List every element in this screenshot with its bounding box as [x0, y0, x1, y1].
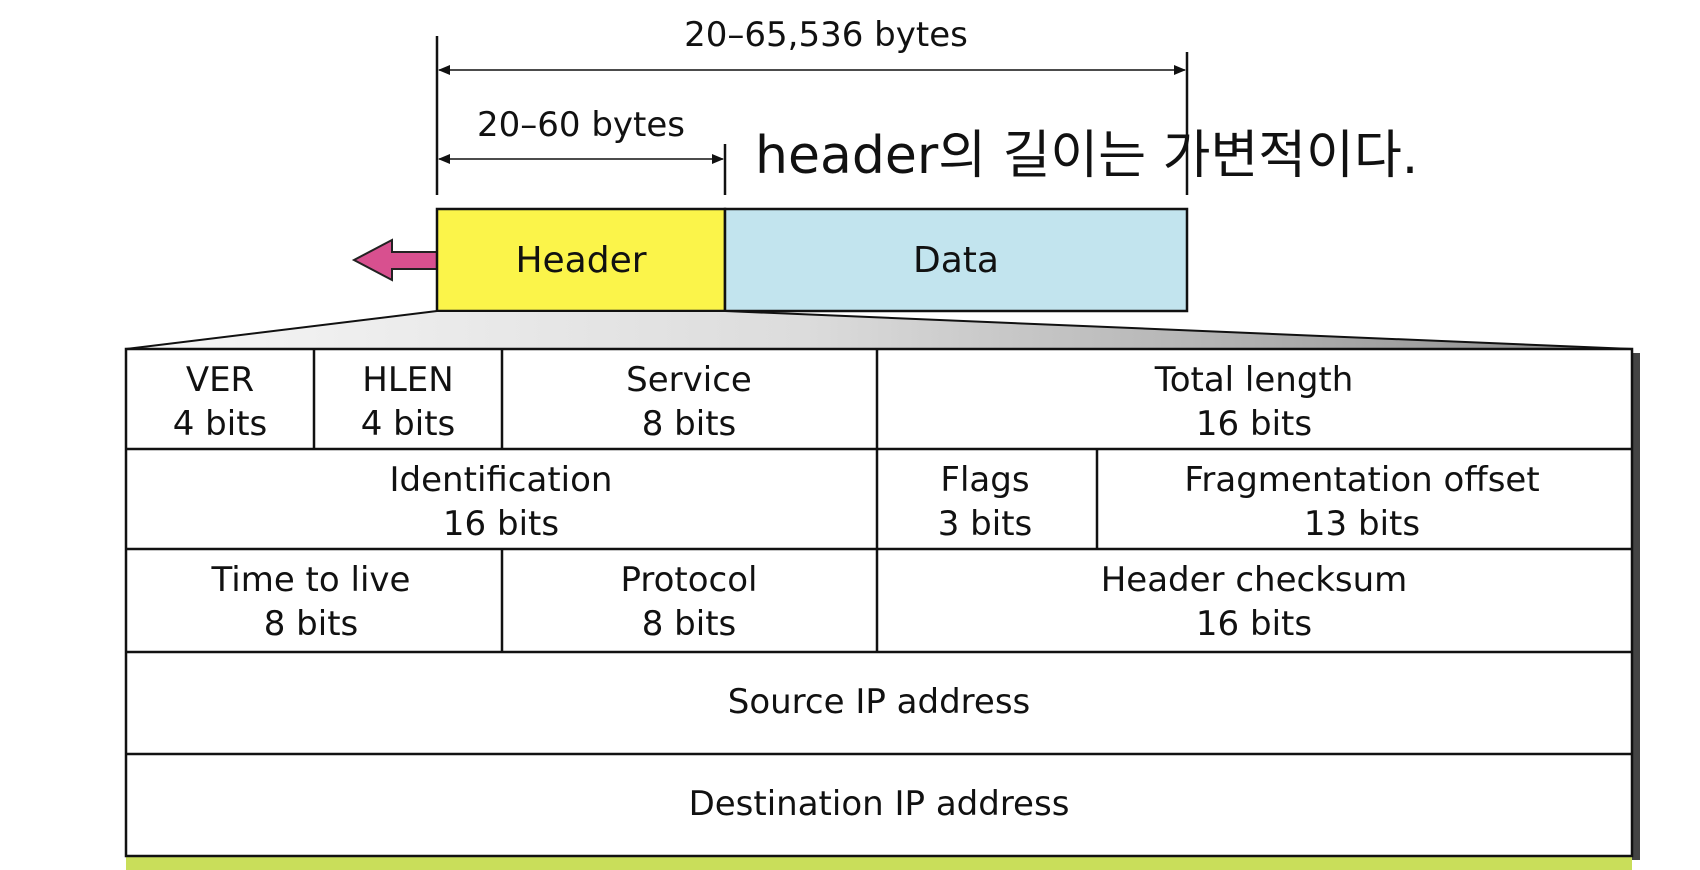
- field-destination-ip: Destination IP address: [689, 784, 1070, 824]
- data-box: [723, 207, 1189, 313]
- field-service-size: 8 bits: [642, 404, 737, 444]
- field-total-length-name: Total length: [1154, 360, 1354, 400]
- field-header-checksum-size: 16 bits: [1196, 604, 1312, 644]
- field-flags-name: Flags: [940, 460, 1029, 500]
- field-fragmentation-offset-name: Fragmentation offset: [1184, 460, 1539, 500]
- field-time-to-live: Time to live 8 bits: [211, 560, 411, 644]
- field-protocol: Protocol 8 bits: [620, 560, 757, 644]
- field-hlen: HLEN 4 bits: [361, 360, 456, 444]
- header-box-label: Header: [515, 240, 646, 281]
- zoom-wedge: [125, 310, 1633, 350]
- field-fragmentation-offset-size: 13 bits: [1304, 504, 1420, 544]
- header-range-label: 20–60 bytes: [477, 105, 685, 145]
- direction-arrow-icon: [351, 238, 438, 282]
- field-ver: VER 4 bits: [173, 360, 268, 444]
- field-header-checksum-name: Header checksum: [1101, 560, 1408, 600]
- field-time-to-live-size: 8 bits: [264, 604, 359, 644]
- header-box: [435, 207, 727, 313]
- header-length-dimension: 20–60 bytes: [438, 105, 727, 195]
- field-service-name: Service: [626, 360, 752, 400]
- next-row-accent: [126, 856, 1632, 870]
- field-ver-name: VER: [186, 360, 254, 400]
- field-hlen-size: 4 bits: [361, 404, 456, 444]
- datagram-bar: Header Data: [435, 207, 1189, 313]
- variable-header-note: header의 길이는 가변적이다.: [755, 126, 1418, 186]
- field-header-checksum: Header checksum 16 bits: [1101, 560, 1408, 644]
- table-frame: [124, 347, 1634, 858]
- field-total-length: Total length 16 bits: [1154, 360, 1354, 444]
- field-service: Service 8 bits: [626, 360, 752, 444]
- field-hlen-name: HLEN: [362, 360, 453, 400]
- total-length-dimension: 20–65,536 bytes: [435, 15, 1189, 195]
- field-ver-size: 4 bits: [173, 404, 268, 444]
- field-protocol-size: 8 bits: [642, 604, 737, 644]
- header-format-table: VER 4 bits HLEN 4 bits Service 8 bits To…: [124, 347, 1640, 870]
- field-identification: Identification 16 bits: [390, 460, 613, 544]
- field-protocol-name: Protocol: [620, 560, 757, 600]
- field-flags-size: 3 bits: [938, 504, 1033, 544]
- table-shadow: [1632, 353, 1640, 860]
- field-time-to-live-name: Time to live: [211, 560, 411, 600]
- total-range-label: 20–65,536 bytes: [684, 15, 968, 55]
- field-identification-size: 16 bits: [443, 504, 559, 544]
- field-source-ip: Source IP address: [728, 682, 1031, 722]
- field-identification-name: Identification: [390, 460, 613, 500]
- field-fragmentation-offset: Fragmentation offset 13 bits: [1184, 460, 1539, 544]
- field-total-length-size: 16 bits: [1196, 404, 1312, 444]
- data-box-label: Data: [913, 240, 999, 281]
- field-flags: Flags 3 bits: [938, 460, 1033, 544]
